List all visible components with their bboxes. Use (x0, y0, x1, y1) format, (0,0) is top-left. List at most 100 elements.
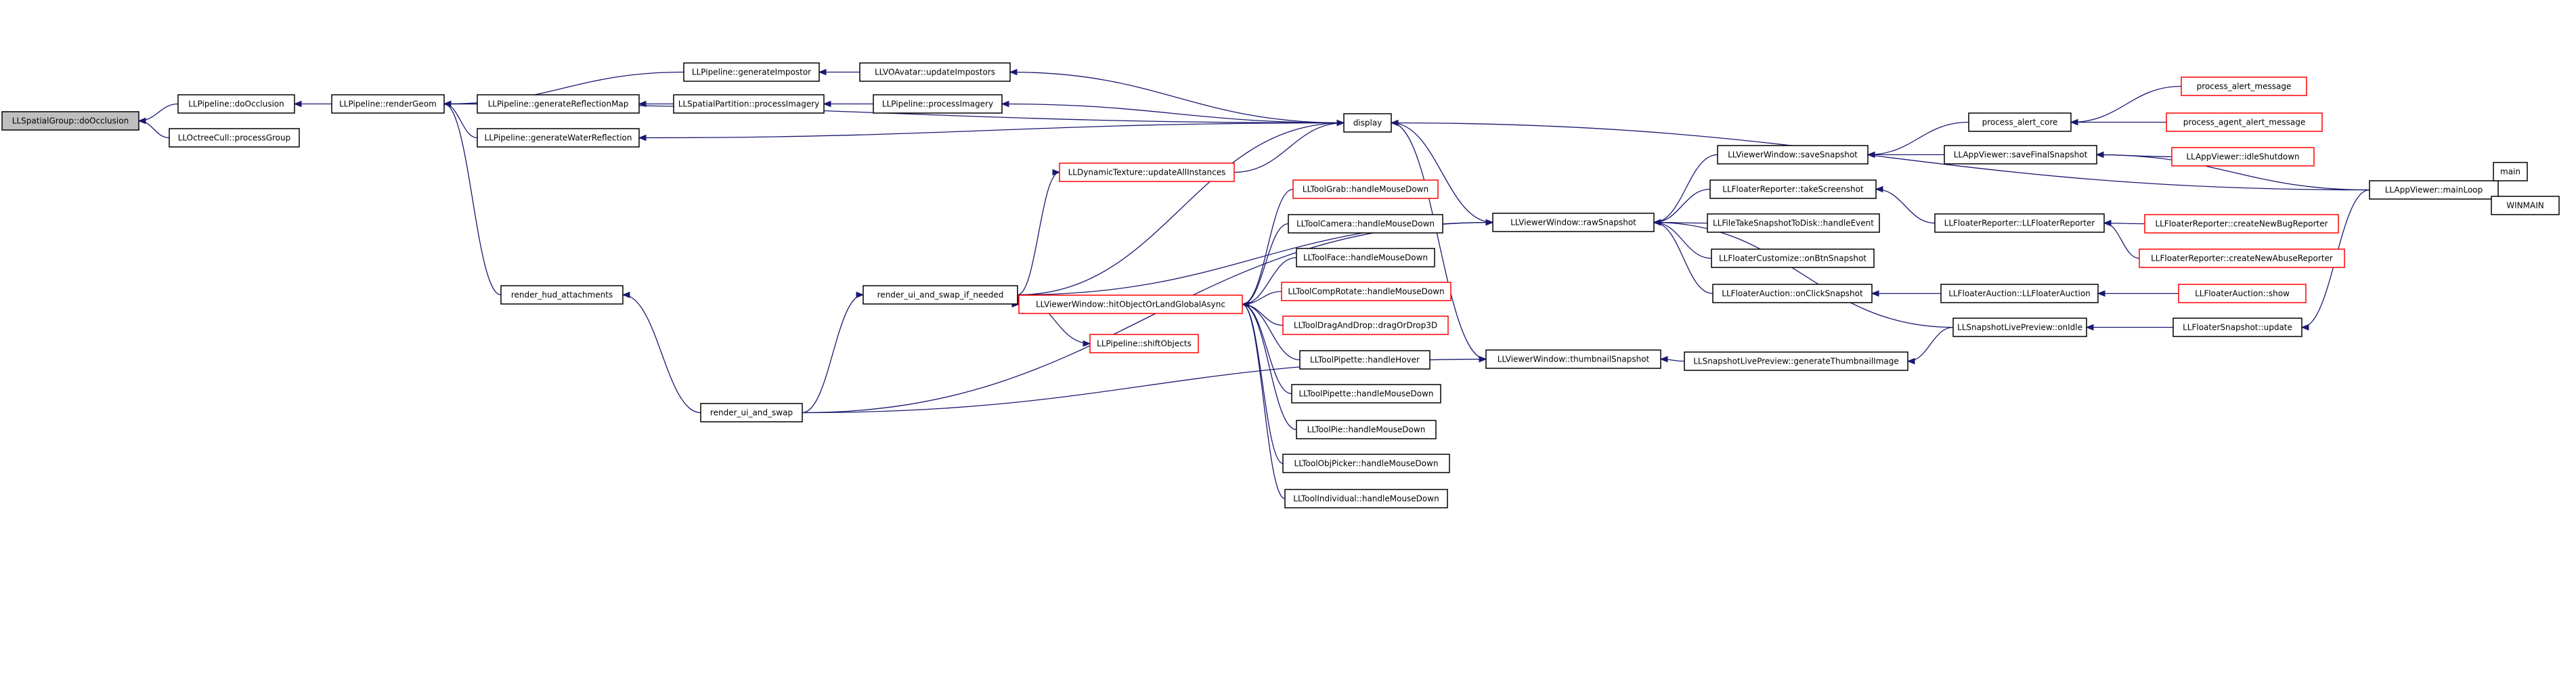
arrowhead (1653, 219, 1661, 226)
node-lltoolpie-handlemousedown[interactable]: LLToolPie::handleMouseDown (1296, 420, 1437, 439)
edge-render-ui-and-swap-if-needed-to-display (1017, 119, 1345, 296)
node-label: LLPipeline::processImagery (882, 100, 993, 109)
node-llappviewer-idleshutdown[interactable]: LLAppViewer::idleShutdown (2171, 147, 2315, 167)
node-llspatialgroup-doocclusion: LLSpatialGroup::doOcclusion (1, 111, 139, 131)
edge-line (443, 103, 478, 139)
node-llsnapshotlivepreview-generatethumbnailimage[interactable]: LLSnapshotLivePreview::generateThumbnail… (1684, 351, 1908, 371)
node-display[interactable]: display (1343, 113, 1392, 133)
node-llsnapshotlivepreview-onidle[interactable]: LLSnapshotLivePreview::onIdle (1952, 318, 2087, 337)
node-llfloaterreporter-createnewbugreporter[interactable]: LLFloaterReporter::createNewBugReporter (2144, 214, 2339, 234)
node-llpipeline-generatereflectionmap[interactable]: LLPipeline::generateReflectionMap (477, 94, 640, 114)
node-label: LLViewerWindow::thumbnailSnapshot (1498, 355, 1650, 364)
node-llfloaterreporter-createnewabusereporter[interactable]: LLFloaterReporter::createNewAbuseReporte… (2139, 248, 2345, 268)
arrowhead (1659, 355, 1668, 363)
edge-line (1017, 122, 1345, 296)
edge-line (1653, 221, 1712, 259)
edge-line (2096, 154, 2370, 191)
node-winmain[interactable]: WINMAIN (2491, 196, 2560, 215)
arrowhead (638, 134, 647, 141)
node-box (1284, 489, 1448, 508)
node-llviewerwindow-thumbnailsnapshot[interactable]: LLViewerWindow::thumbnailSnapshot (1485, 349, 1661, 369)
edge-display-to-llviewerwindow-thumbnailsnapshot (1391, 122, 1487, 363)
edge-llappviewer-mainloop-to-display (1390, 119, 2370, 191)
node-render-ui-and-swap[interactable]: render_ui_and_swap (700, 403, 803, 422)
node-render-ui-and-swap-if-needed[interactable]: render_ui_and_swap_if_needed (863, 285, 1018, 305)
edge-lltoolindividual-handlemousedown-to-llviewerwindow-hitobjectorlandglobalasync (1241, 301, 1286, 500)
node-process-agent-alert-message[interactable]: process_agent_alert_message (2166, 112, 2323, 132)
node-lltoolcomprotate-handlemousedown[interactable]: LLToolCompRotate::handleMouseDown (1281, 282, 1451, 301)
edge-line (1242, 303, 1301, 361)
node-lldynamictexture-updateallinstances[interactable]: LLDynamicTexture::updateAllInstances (1059, 162, 1235, 182)
node-label: LLToolPipette::handleMouseDown (1298, 389, 1433, 399)
edge-lldynamictexture-updateallinstances-to-display (1234, 119, 1345, 173)
edge-llsnapshotlivepreview-onidle-to-llviewerwindow-rawsnapshot (1653, 219, 1954, 328)
node-llpipeline-generateimpostor[interactable]: LLPipeline::generateImpostor (683, 62, 820, 82)
node-box (477, 94, 640, 114)
node-llviewerwindow-savesnapshot[interactable]: LLViewerWindow::saveSnapshot (1717, 145, 1869, 165)
node-llviewerwindow-rawsnapshot[interactable]: LLViewerWindow::rawSnapshot (1492, 213, 1655, 232)
node-llpipeline-generatewaterreflection[interactable]: LLPipeline::generateWaterReflection (477, 128, 640, 148)
arrowhead (2300, 324, 2309, 331)
edge-llfloaterreporter-createnewabusereporter-to-llfloaterreporter-llfloaterreporter (2103, 219, 2140, 259)
node-llappviewer-savefinalsnapshot[interactable]: LLAppViewer::saveFinalSnapshot (1944, 145, 2097, 165)
node-box (1296, 248, 1435, 267)
node-llpipeline-doocclusion[interactable]: LLPipeline::doOcclusion (177, 94, 295, 114)
node-llpipeline-shiftobjects[interactable]: LLPipeline::shiftObjects (1089, 334, 1199, 353)
arrowhead (1336, 119, 1345, 127)
node-label: LLDynamicTexture::updateAllInstances (1068, 168, 1226, 177)
node-lltoolobjpicker-handlemousedown[interactable]: LLToolObjPicker::handleMouseDown (1282, 454, 1450, 473)
node-lltoolgrab-handlemousedown[interactable]: LLToolGrab::handleMouseDown (1292, 179, 1439, 199)
node-llvoavatar-updateimpostors[interactable]: LLVOAvatar::updateImpostors (859, 62, 1011, 82)
edge-line (802, 221, 1493, 414)
node-llfloaterauction-llfloaterauction[interactable]: LLFloaterAuction::LLFloaterAuction (1940, 284, 2099, 303)
node-box (1089, 334, 1199, 353)
node-lltooldraganddrop-dragordrop3d[interactable]: LLToolDragAndDrop::dragOrDrop3D (1282, 315, 1449, 335)
node-box (2171, 147, 2315, 167)
node-box (2491, 196, 2560, 215)
node-process-alert-message[interactable]: process_alert_message (2181, 77, 2307, 96)
node-lltoolcamera-handlemousedown[interactable]: LLToolCamera::handleMouseDown (1288, 214, 1443, 234)
node-label: LLPipeline::doOcclusion (188, 100, 284, 109)
node-llfloatersnapshot-update[interactable]: LLFloaterSnapshot::update (2173, 318, 2302, 337)
node-label: display (1353, 118, 1382, 128)
node-main[interactable]: main (2493, 162, 2528, 181)
edge-lltoolobjpicker-handlemousedown-to-llviewerwindow-hitobjectorlandglobalasync (1241, 301, 1284, 464)
node-label: LLToolFace::handleMouseDown (1303, 253, 1428, 263)
node-box (1934, 213, 2105, 233)
node-llspatialpartition-processimagery[interactable]: LLSpatialPartition::processImagery (673, 94, 825, 114)
node-llfloaterreporter-takescreenshot[interactable]: LLFloaterReporter::takeScreenshot (1709, 179, 1877, 199)
arrowhead (1052, 169, 1061, 176)
node-lloctreecull-processgroup[interactable]: LLOctreeCull::processGroup (169, 128, 300, 148)
edge-llfloaterreporter-takescreenshot-to-llviewerwindow-rawsnapshot (1653, 188, 1711, 226)
node-llpipeline-rendergeom[interactable]: LLPipeline::renderGeom (331, 94, 445, 114)
node-box (1711, 248, 1875, 268)
node-lltoolpipette-handlemousedown[interactable]: LLToolPipette::handleMouseDown (1291, 384, 1441, 404)
node-lltoolpipette-handlehover[interactable]: LLToolPipette::handleHover (1299, 350, 1431, 370)
node-llappviewer-mainloop[interactable]: LLAppViewer::mainLoop (2369, 180, 2499, 200)
node-box (2144, 214, 2339, 234)
edge-line (1017, 171, 1060, 296)
node-process-alert-core[interactable]: process_alert_core (1968, 112, 2072, 132)
node-label: LLAppViewer::saveFinalSnapshot (1954, 150, 2088, 160)
arrowhead (638, 100, 647, 108)
node-llfloaterauction-show[interactable]: LLFloaterAuction::show (2178, 284, 2307, 303)
node-llfloaterreporter-llfloaterreporter[interactable]: LLFloaterReporter::LLFloaterReporter (1934, 213, 2105, 233)
node-llfiletakesnapshottodisk-handleevent[interactable]: LLFileTakeSnapshotToDisk::handleEvent (1707, 213, 1880, 233)
node-box (1059, 162, 1235, 182)
node-lltoolface-handlemousedown[interactable]: LLToolFace::handleMouseDown (1296, 248, 1435, 267)
node-box (1968, 112, 2072, 132)
node-label: LLAppViewer::mainLoop (2385, 186, 2483, 195)
node-box (1944, 145, 2097, 165)
node-llfloaterauction-onclicksnapshot[interactable]: LLFloaterAuction::onClickSnapshot (1712, 284, 1873, 303)
edge-line (1653, 188, 1711, 223)
node-llpipeline-processimagery[interactable]: LLPipeline::processImagery (873, 94, 1003, 114)
arrowhead (1906, 357, 1915, 365)
node-label: LLFloaterCustomize::onBtnSnapshot (1719, 254, 1866, 263)
edge-line (802, 294, 864, 414)
edge-line (2103, 222, 2140, 259)
node-llviewerwindow-hitobjectorlandglobalasync[interactable]: LLViewerWindow::hitObjectOrLandGlobalAsy… (1018, 295, 1243, 314)
arrowhead (1241, 301, 1250, 308)
node-render-hud-attachments[interactable]: render_hud_attachments (500, 285, 624, 305)
node-llfloatercustomize-onbtnsnapshot[interactable]: LLFloaterCustomize::onBtnSnapshot (1711, 248, 1875, 268)
node-lltoolindividual-handlemousedown[interactable]: LLToolIndividual::handleMouseDown (1284, 489, 1448, 508)
